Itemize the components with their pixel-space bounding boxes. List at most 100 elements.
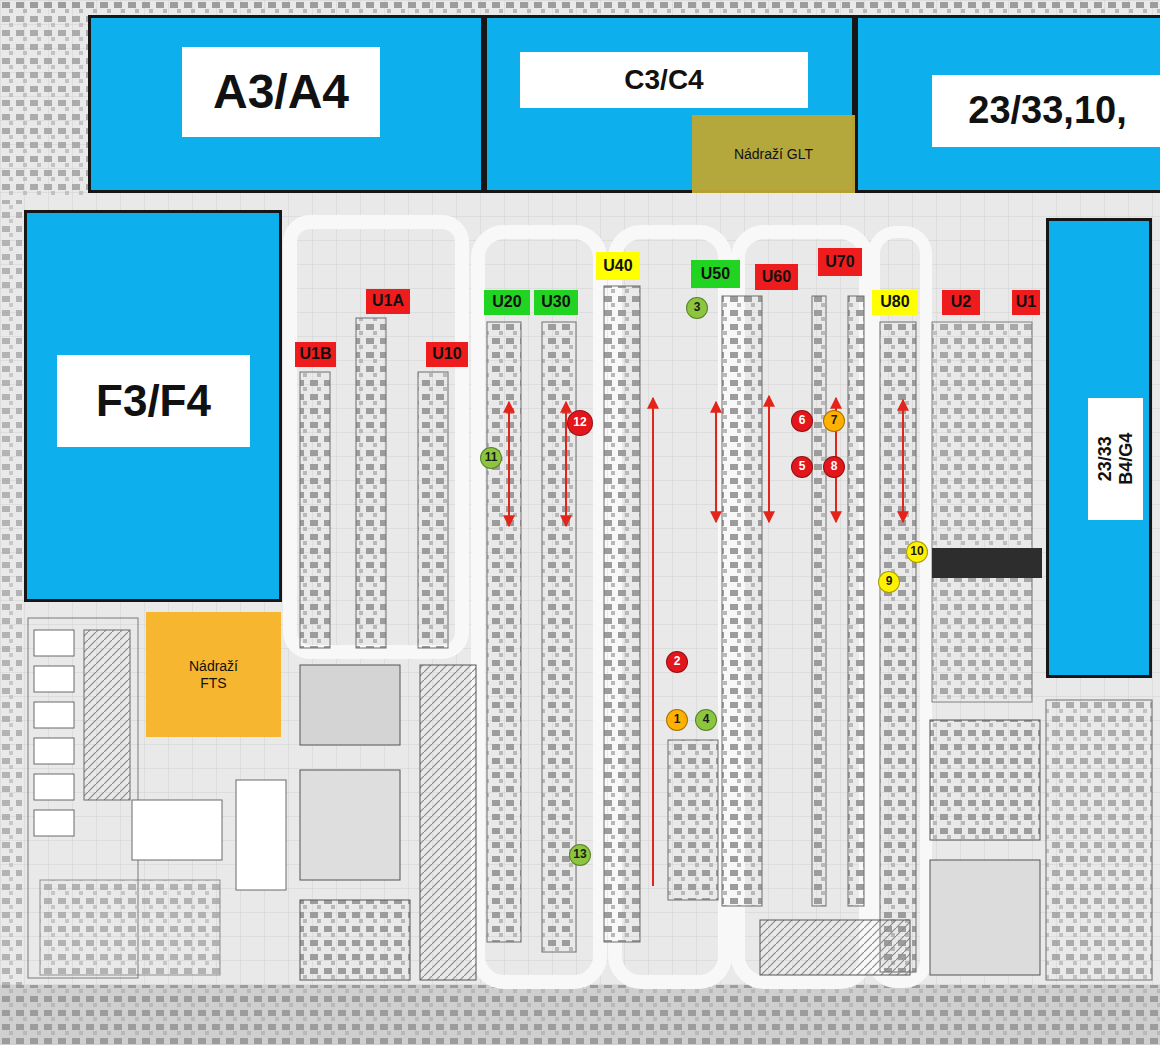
assembly-line bbox=[418, 372, 448, 648]
station-zone: Nádraží GLT bbox=[692, 115, 855, 193]
callout-number-text: 1 bbox=[674, 713, 681, 727]
area-label-box: A3/A4 bbox=[182, 47, 380, 137]
equipment-block bbox=[930, 720, 1040, 840]
line-tag: U70 bbox=[818, 248, 862, 276]
callout-number-text: 3 bbox=[694, 301, 701, 315]
assembly-line bbox=[812, 296, 826, 906]
equipment-block bbox=[300, 900, 410, 980]
callout-number: 12 bbox=[567, 410, 593, 436]
line-name: U2 bbox=[951, 293, 971, 311]
aisle-loop bbox=[290, 222, 462, 652]
room bbox=[34, 702, 74, 728]
plan-strip bbox=[0, 985, 1160, 1045]
area-label-box: 23/33 B4/G4 bbox=[1088, 398, 1143, 520]
area-name: F3/F4 bbox=[96, 376, 211, 427]
flow-arrow bbox=[768, 396, 770, 522]
aisle-loop bbox=[874, 232, 926, 982]
flow-arrow bbox=[508, 402, 510, 526]
equipment-block bbox=[300, 770, 400, 880]
callout-number: 6 bbox=[791, 410, 813, 432]
assembly-line bbox=[880, 322, 916, 972]
line-tag: U60 bbox=[755, 264, 798, 290]
line-tag: U1B bbox=[295, 342, 335, 367]
room bbox=[40, 880, 220, 975]
callout-number-text: 11 bbox=[485, 451, 498, 465]
area-name: C3/C4 bbox=[624, 64, 703, 96]
area-name: 23/33,10, bbox=[968, 89, 1126, 133]
line-name: U20 bbox=[492, 293, 521, 311]
area-label-box: F3/F4 bbox=[57, 355, 250, 447]
building-area: A3/A4 bbox=[88, 15, 484, 193]
hatched-zone bbox=[760, 920, 910, 975]
flow-arrow bbox=[715, 402, 717, 522]
building-area: 23/33,10, bbox=[855, 15, 1160, 193]
line-tag: U2 bbox=[942, 290, 980, 315]
room bbox=[34, 630, 74, 656]
assembly-line bbox=[722, 296, 762, 906]
callout-number: 11 bbox=[480, 447, 502, 469]
line-tag: U40 bbox=[596, 252, 640, 280]
callout-number: 8 bbox=[823, 456, 845, 478]
assembly-line bbox=[356, 318, 386, 648]
line-tag: U20 bbox=[484, 290, 530, 315]
callout-number: 5 bbox=[791, 456, 813, 478]
line-name: U1B bbox=[299, 345, 331, 363]
callout-number-text: 6 bbox=[799, 414, 806, 428]
callout-number-text: 12 bbox=[573, 416, 586, 430]
building-area: C3/C4Nádraží GLT bbox=[484, 15, 855, 193]
callout-number: 9 bbox=[878, 571, 900, 593]
line-name: U60 bbox=[762, 268, 791, 286]
callout-number-text: 2 bbox=[674, 655, 681, 669]
assembly-line bbox=[848, 296, 864, 906]
area-name: 23/33 B4/G4 bbox=[1095, 427, 1136, 491]
area-label-box: 23/33,10, bbox=[932, 75, 1160, 147]
plan-strip bbox=[0, 985, 1160, 1045]
callout-number-text: 10 bbox=[910, 545, 923, 559]
line-tag: U50 bbox=[691, 260, 740, 288]
callout-number: 4 bbox=[695, 709, 717, 731]
station-name: Nádraží FTS bbox=[181, 658, 247, 690]
room bbox=[84, 630, 130, 800]
area-name: A3/A4 bbox=[213, 64, 349, 119]
line-tag: U1A bbox=[366, 289, 410, 314]
equipment-block bbox=[930, 860, 1040, 975]
assembly-line bbox=[487, 322, 521, 942]
callout-number: 13 bbox=[569, 844, 591, 866]
hatched-zone bbox=[420, 665, 476, 980]
room bbox=[34, 810, 74, 836]
line-name: U70 bbox=[825, 253, 854, 271]
line-name: U10 bbox=[432, 345, 461, 363]
room bbox=[236, 780, 286, 890]
callout-number: 1 bbox=[666, 709, 688, 731]
room bbox=[132, 800, 222, 860]
assembly-line bbox=[668, 740, 718, 900]
callout-number: 7 bbox=[823, 410, 845, 432]
line-tag: U1 bbox=[1012, 290, 1040, 315]
flow-arrow bbox=[652, 398, 654, 886]
line-name: U40 bbox=[603, 257, 632, 275]
room bbox=[34, 774, 74, 800]
assembly-line bbox=[604, 286, 640, 942]
callout-number: 2 bbox=[666, 651, 688, 673]
line-tag: U80 bbox=[872, 290, 918, 315]
plan-block bbox=[0, 15, 88, 195]
plan-strip bbox=[0, 0, 1160, 15]
plan-strip bbox=[0, 200, 22, 990]
station-name: Nádraží GLT bbox=[734, 146, 813, 162]
machine-block bbox=[932, 548, 1042, 578]
callout-number-text: 7 bbox=[831, 414, 838, 428]
callout-number: 10 bbox=[906, 541, 928, 563]
line-name: U1 bbox=[1016, 293, 1036, 311]
station-zone: Nádraží FTS bbox=[146, 612, 281, 737]
line-name: U80 bbox=[880, 293, 909, 311]
equipment-block bbox=[300, 665, 400, 745]
equipment-block bbox=[1046, 700, 1152, 980]
assembly-area bbox=[932, 322, 1032, 702]
room bbox=[34, 738, 74, 764]
assembly-line bbox=[300, 372, 330, 648]
area-label-box: C3/C4 bbox=[520, 52, 808, 108]
callout-number-text: 8 bbox=[831, 460, 838, 474]
callout-number-text: 5 bbox=[799, 460, 806, 474]
callout-number-text: 13 bbox=[573, 848, 586, 862]
